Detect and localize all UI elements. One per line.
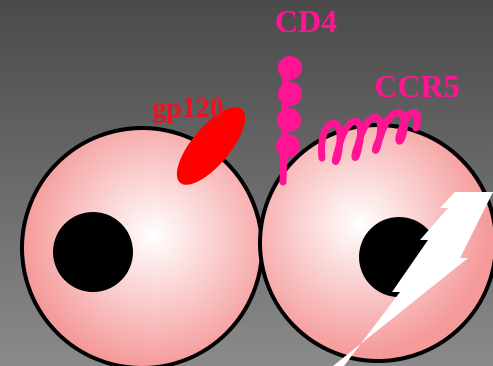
cd4-domain-3 (277, 108, 301, 132)
gp120-label: gp120 (152, 93, 224, 124)
cd4-label: CD4 (275, 3, 337, 39)
cd4-domain-2 (278, 82, 302, 106)
cd4-domain-4 (276, 134, 300, 158)
ccr5-label: CCR5 (374, 68, 459, 104)
left-cell-nucleus (53, 212, 133, 292)
left-cell (22, 128, 262, 366)
cd4-domain-1 (278, 56, 302, 80)
